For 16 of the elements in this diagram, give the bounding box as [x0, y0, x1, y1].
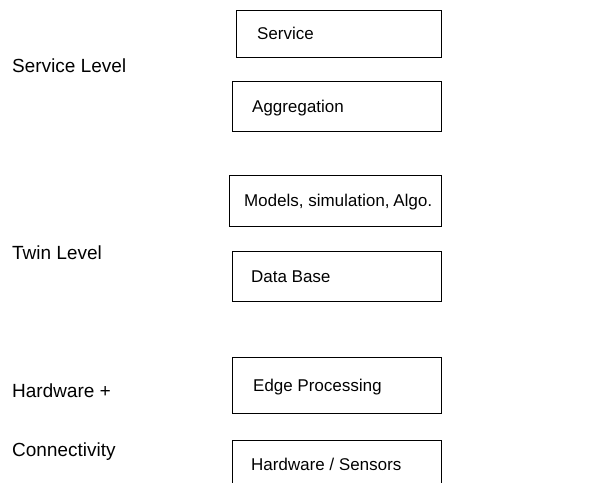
level-label: Service Level: [12, 56, 126, 78]
layer-name: Data Base: [251, 266, 330, 286]
level-label: Connectivity: [12, 440, 116, 462]
layer-box: [232, 440, 442, 483]
level-label: Hardware +: [12, 381, 111, 403]
layer-box: [232, 357, 442, 414]
layer-box: [232, 251, 442, 302]
layer-name: Hardware / Sensors: [251, 455, 402, 475]
layer-name: Edge Processing: [253, 376, 382, 396]
layer-box: [232, 81, 442, 132]
layer-box: [229, 175, 442, 227]
layer-name: Aggregation: [252, 96, 344, 116]
level-label: Twin Level: [12, 243, 102, 265]
layer-name: Models, simulation, Algo.: [244, 191, 432, 211]
layer-name: Service: [257, 24, 314, 44]
layer-box: [236, 10, 442, 58]
